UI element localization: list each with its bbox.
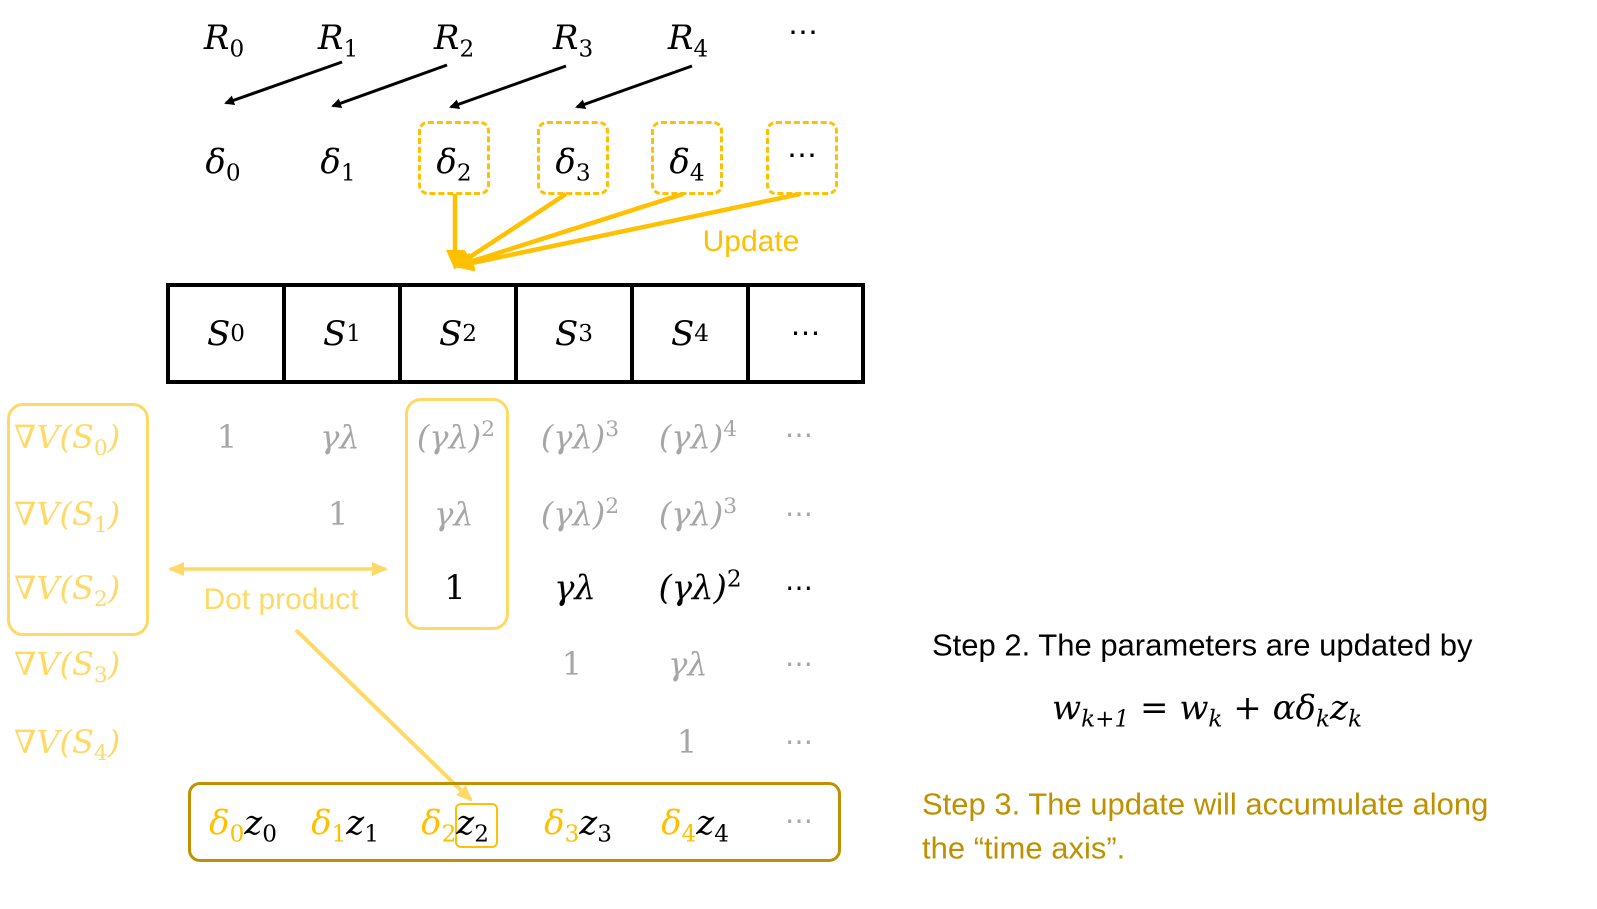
grad-s2-box (7, 403, 149, 636)
ellipsis-dashed-box (766, 121, 838, 195)
m-r3-c4: γλ (668, 645, 708, 683)
dot-product-label: Dot product (203, 583, 359, 616)
m-r2-ellipsis: ⋯ (785, 571, 813, 604)
m-r0-c4: (γλ)4 (658, 417, 738, 456)
product-4: δ4z4 (661, 803, 729, 848)
grad-v-s2: ∇V(S2) (14, 569, 121, 612)
m-r0-c2: (γλ)2 (416, 417, 496, 456)
update-label: Update (702, 225, 800, 258)
m-r4-ellipsis: ⋯ (785, 725, 813, 758)
reward-r1: R1 (317, 18, 359, 63)
delta-4: δ4 (669, 142, 705, 187)
z2-highlight-box (455, 803, 498, 848)
arrow-r2-to-delta1 (331, 63, 448, 108)
m-r0-c3: (γλ)3 (540, 417, 620, 456)
delta-2: δ2 (436, 142, 472, 187)
grad-v-s3: ∇V(S3) (14, 645, 121, 688)
trace-column-2-box (405, 398, 509, 630)
delta-3: δ3 (555, 142, 591, 187)
reward-r2: R2 (433, 18, 475, 63)
m-r0-c1: γλ (320, 418, 360, 456)
step3-line1: Step 3. The update will accumulate along (922, 786, 1489, 822)
m-r4-c4: 1 (676, 723, 698, 761)
grad-v-s1: ∇V(S1) (14, 495, 121, 538)
product-1: δ1z1 (311, 803, 379, 848)
m-r1-c4: (γλ)3 (658, 494, 738, 533)
m-r2-c2: 1 (444, 568, 466, 608)
update-arrow-ellipsis (454, 191, 801, 272)
m-r0-ellipsis: ⋯ (785, 418, 813, 451)
delta4-dashed-box (651, 121, 723, 195)
step2-equation: wk+1 = wk + αδkzk (1052, 688, 1362, 733)
step3-line2: the “time axis”. (922, 830, 1126, 866)
arrow-r3-to-delta2 (449, 64, 567, 110)
arrow-r1-to-delta0 (224, 60, 343, 106)
reward-r3: R3 (552, 18, 594, 63)
product-0: δ0z0 (209, 803, 277, 848)
delta2-dashed-box (418, 121, 490, 195)
delta-ellipsis: ⋯ (787, 138, 817, 173)
grad-v-s0: ∇V(S0) (14, 418, 121, 461)
reward-ellipsis: ⋯ (788, 15, 818, 50)
reward-r0: R0 (203, 18, 245, 63)
update-arrow-delta4 (453, 191, 684, 270)
delta-1: δ1 (320, 142, 356, 187)
delta3-dashed-box (537, 121, 609, 195)
m-r3-c3: 1 (561, 645, 583, 683)
m-r1-c1: 1 (327, 495, 349, 533)
state-cell-ellipsis: ⋯ (746, 283, 865, 384)
products-box (188, 782, 841, 862)
delta-0: δ0 (205, 142, 241, 187)
m-r0-c0: 1 (216, 418, 238, 456)
m-r2-c4: (γλ)2 (658, 566, 742, 608)
m-r1-ellipsis: ⋯ (785, 497, 813, 530)
step2-text: Step 2. The parameters are updated by (932, 627, 1473, 663)
product-ellipsis: ⋯ (785, 804, 813, 837)
reward-r4: R4 (667, 18, 709, 63)
m-r1-c3: (γλ)2 (540, 494, 620, 533)
m-r2-c3: γλ (554, 568, 596, 608)
m-r3-ellipsis: ⋯ (785, 647, 813, 680)
dot-product-result-arrow (294, 628, 473, 802)
product-2: δ2z2 (421, 803, 489, 848)
m-r1-c2: γλ (434, 495, 474, 533)
grad-v-s4: ∇V(S4) (14, 723, 121, 766)
arrow-r4-to-delta3 (575, 64, 693, 110)
product-3: δ3z3 (544, 803, 612, 848)
